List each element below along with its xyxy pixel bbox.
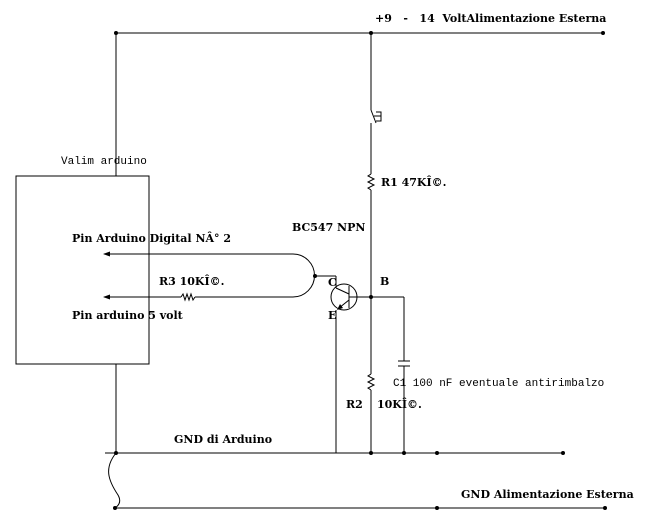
c1-label: C1 100 nF eventuale antirimbalzo <box>393 378 604 390</box>
terminal-dot <box>113 506 117 510</box>
r3-resistor <box>180 292 196 302</box>
terminal-dot <box>601 31 605 35</box>
arrow-left-icon <box>103 294 110 300</box>
valim-label: Valim arduino <box>61 156 147 168</box>
r1-resistor <box>366 173 376 191</box>
junction-dot <box>435 451 439 455</box>
arduino-block <box>15 175 150 365</box>
terminal-dot <box>603 506 607 510</box>
base-label: B <box>380 275 389 288</box>
collector-label: C <box>328 276 337 289</box>
r2-resistor <box>366 373 376 391</box>
pin-digital-label: Pin Arduino Digital NÂ° 2 <box>72 231 231 245</box>
junction-dot <box>435 506 439 510</box>
gnd-arduino-label: GND di Arduino <box>174 433 272 446</box>
push-switch <box>370 109 377 124</box>
transistor-collector <box>335 287 350 295</box>
r3-label: R3 10KÎ©. <box>159 274 224 288</box>
terminal-dot <box>561 451 565 455</box>
arrow-left-icon <box>103 251 110 257</box>
gnd-external-label: GND Alimentazione Esterna <box>461 488 634 501</box>
r2-name-label: R2 <box>346 398 363 411</box>
transistor-label: BC547 NPN <box>292 221 365 234</box>
pin-5v-label: Pin arduino 5 volt <box>72 309 184 322</box>
junction-dot <box>402 451 406 455</box>
junction-dot <box>369 451 373 455</box>
r2-value-label: 10KÎ©. <box>377 397 422 411</box>
emitter-label: E <box>328 309 336 322</box>
r1-label: R1 47KÎ©. <box>381 175 446 189</box>
emitter-arrow-icon <box>337 304 343 310</box>
wavy-link <box>108 452 121 509</box>
digital-pin-wire <box>104 253 315 298</box>
supply-label: +9 - 14 VoltAlimentazione Esterna <box>375 12 606 25</box>
